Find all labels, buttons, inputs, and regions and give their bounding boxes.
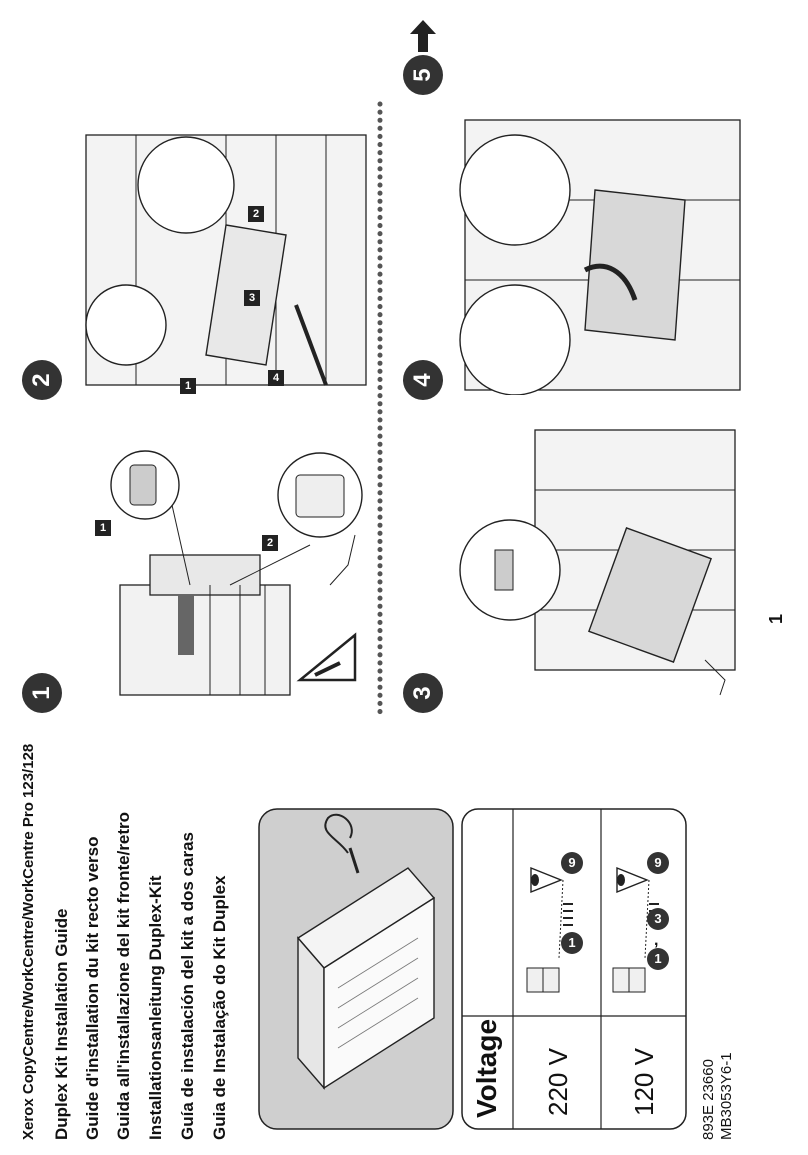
range-separator: ,: [654, 932, 659, 949]
voltage-120: 120 V: [629, 1048, 659, 1116]
warning-triangle-icon: [296, 632, 357, 682]
up-arrow-icon: [410, 20, 436, 52]
step-2-callout-2: 2: [248, 206, 264, 222]
step-1-badge: 1: [22, 673, 62, 713]
subtitle-en: Duplex Kit Installation Guide: [52, 908, 71, 1140]
section-divider: [377, 101, 383, 719]
step-3-illustration: [459, 429, 736, 696]
step-4-badge: 4: [403, 360, 443, 400]
subtitle-it: Guida all'installazione del kit fronte/r…: [114, 811, 133, 1140]
step-2-callout-4: 4: [268, 370, 284, 386]
range-second-badge: 3: [647, 908, 669, 930]
range-start-badge: 1: [561, 932, 583, 954]
subtitle-pt: Guia de Instalação do Kit Duplex: [210, 875, 229, 1141]
manual-book-icon: [526, 967, 560, 993]
step-2-badge: 2: [22, 360, 62, 400]
part-number: 893E 23660: [700, 1059, 717, 1140]
next-step-badge[interactable]: 5: [403, 55, 443, 95]
page-number: 1: [766, 613, 786, 624]
document-title: Xerox CopyCentre/WorkCentre/WorkCentre P…: [20, 743, 37, 1140]
subtitle-de: Installationsanleitung Duplex-Kit: [146, 875, 165, 1140]
duplex-kit-panel: [258, 808, 454, 1130]
step-1-callout-2: 2: [262, 535, 278, 551]
step-2-callout-3: 3: [244, 290, 260, 306]
step-1-illustration: [110, 450, 363, 696]
subtitle-fr: Guide d'installation du kit recto verso: [83, 836, 102, 1141]
step-3-badge: 3: [403, 673, 443, 713]
eye-icon: [530, 866, 563, 894]
document-code: MB3053Y6-1: [718, 1052, 735, 1140]
voltage-220: 220 V: [543, 1048, 573, 1116]
step-2-callout-1: 1: [180, 378, 196, 394]
range-start-badge: 1: [647, 948, 669, 970]
range-end-badge: 9: [647, 852, 669, 874]
step-1-callout-1: 1: [95, 520, 111, 536]
range-end-badge: 9: [561, 852, 583, 874]
step-4-illustration: [459, 119, 741, 395]
step-2-illustration: [85, 134, 367, 386]
subtitle-es: Guía de instalación del kit a dos caras: [178, 831, 197, 1140]
voltage-table: Voltage 220 V 120 V 1 9 1 , 3 9: [461, 808, 687, 1130]
voltage-heading: Voltage: [471, 1018, 502, 1118]
